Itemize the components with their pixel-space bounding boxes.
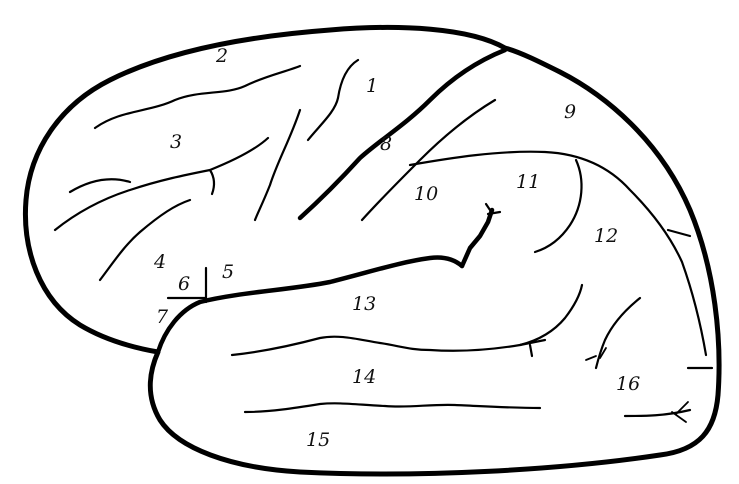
label-16: 16	[616, 373, 640, 395]
intraparietal-spur	[668, 230, 690, 236]
precentral-sulcus-lower	[255, 110, 300, 220]
label-2: 2	[215, 45, 228, 67]
label-15: 15	[306, 429, 330, 451]
supramarginal-sulcus	[535, 160, 582, 252]
label-1: 1	[366, 75, 378, 97]
label-8: 8	[380, 133, 392, 155]
label-5: 5	[222, 261, 234, 283]
lateral-fissure-ascending	[462, 210, 492, 266]
frontal-branch-b	[100, 200, 190, 280]
frontal-short-sulcus	[70, 179, 130, 192]
label-14: 14	[352, 366, 376, 388]
inferior-temporal-sulcus	[245, 403, 540, 412]
label-10: 10	[414, 183, 438, 205]
label-11: 11	[516, 171, 540, 193]
occipital-sulcus-a-fork	[586, 348, 606, 360]
label-6: 6	[178, 273, 190, 295]
lateral-fissure	[158, 257, 462, 352]
label-3: 3	[170, 131, 182, 153]
label-4: 4	[153, 251, 166, 273]
precentral-sulcus	[308, 60, 358, 140]
superior-temporal-fork	[520, 340, 545, 356]
frontal-branch-a	[210, 170, 214, 194]
label-13: 13	[352, 293, 376, 315]
label-12: 12	[594, 225, 618, 247]
label-9: 9	[564, 101, 576, 123]
occipital-sulcus-a	[596, 298, 640, 368]
central-sulcus	[300, 50, 505, 218]
label-7: 7	[156, 306, 169, 328]
